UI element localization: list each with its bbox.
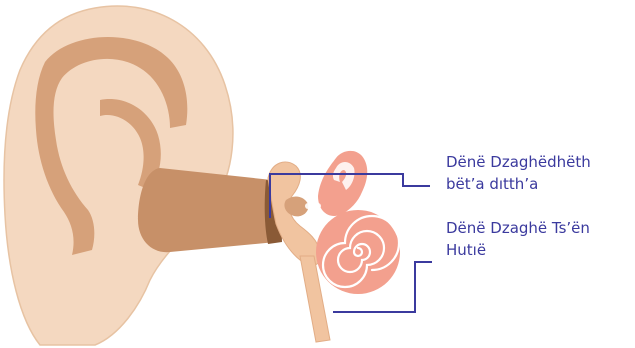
label-inner-ear-line1: Dënë Dzaghë Ts’ën (446, 217, 590, 239)
label-outer-canal: Dënë Dzaghëdhëth bët’a dıtth’a (446, 151, 591, 195)
ear-canal (138, 168, 276, 252)
label-outer-canal-line1: Dënë Dzaghëdhëth (446, 151, 591, 173)
label-inner-ear-line2: Hutıë (446, 239, 590, 261)
semicircular-canals (318, 151, 367, 216)
canal-highlight-2 (305, 203, 321, 209)
label-inner-ear: Dënë Dzaghë Ts’ën Hutıë (446, 217, 590, 261)
label-outer-canal-line2: bët’a dıtth’a (446, 173, 591, 195)
